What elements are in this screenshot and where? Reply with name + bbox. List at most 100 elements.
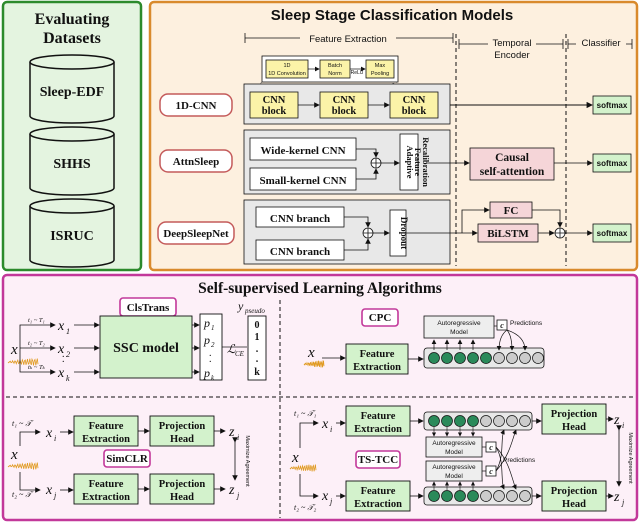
latent-dot	[428, 490, 440, 502]
svg-text:1: 1	[66, 327, 70, 336]
svg-text:i: i	[330, 425, 332, 434]
svg-text:Recalibration: Recalibration	[421, 137, 431, 187]
cls-input-x: x	[57, 319, 65, 334]
svg-text:Max: Max	[375, 63, 386, 69]
svg-text:Dropout: Dropout	[399, 217, 409, 249]
svg-text:Head: Head	[170, 434, 194, 445]
latent-dot	[467, 415, 479, 427]
tstcc-range-1: t₁ ~ 𝒯₁	[294, 409, 316, 418]
svg-text:Model: Model	[445, 449, 463, 456]
stage-classifier: Classifier	[581, 38, 620, 49]
svg-text:BiLSTM: BiLSTM	[487, 228, 529, 240]
softmax-3: softmax	[592, 223, 632, 243]
svg-text:1D Convolution: 1D Convolution	[268, 71, 306, 77]
simclr-feature-1	[73, 415, 139, 447]
svg-text:c: c	[489, 467, 493, 476]
ypseudo: y	[237, 299, 244, 313]
pseudo-label: .	[256, 344, 259, 355]
prob-p: p	[203, 316, 210, 330]
future-dot	[480, 415, 492, 427]
svg-text:CNN branch: CNN branch	[270, 246, 330, 258]
clstrans-x: x	[10, 342, 18, 358]
model-label-deepsleepnet	[157, 221, 235, 245]
svg-text:Model: Model	[450, 329, 468, 336]
datasets-title-1: Evaluating	[35, 11, 110, 28]
simclr-range-2: t₂ ~ 𝒯	[12, 490, 34, 499]
pseudo-label: 0	[255, 320, 260, 331]
model-label-attnsleep	[159, 149, 233, 173]
svg-text:Projection: Projection	[159, 479, 206, 490]
simclr-label	[103, 449, 151, 468]
svg-text:j: j	[236, 491, 240, 500]
svg-text:Feature: Feature	[360, 349, 395, 360]
ce-loss-sub: CE	[235, 350, 245, 358]
latent-dot	[454, 490, 466, 502]
models-title: Sleep Stage Classification Models	[271, 7, 514, 24]
tstcc-feature-1	[345, 405, 411, 437]
tstcc-range-2: t₂ ~ 𝒯₂	[294, 503, 316, 512]
simclr-section: t₁ ~ 𝒯 t₂ ~ 𝒯 x x i x j Feature Extracti…	[7, 415, 250, 505]
stage-feature-extraction: Feature Extraction	[309, 34, 387, 45]
svg-text:i: i	[237, 433, 239, 442]
ssc-model	[99, 315, 193, 379]
future-dot	[519, 352, 531, 364]
svg-text:FC: FC	[504, 205, 519, 217]
svg-text:Feature: Feature	[361, 411, 396, 422]
afr-block	[399, 133, 419, 191]
svg-text:Autoregressive: Autoregressive	[432, 440, 476, 447]
svg-text:CNN: CNN	[333, 95, 356, 106]
svg-text:j: j	[53, 491, 57, 500]
dataset-name: SHHS	[53, 157, 91, 172]
svg-text:Norm: Norm	[328, 71, 342, 77]
cls-range: t₁ ~ T₁	[28, 317, 45, 324]
svg-text:block: block	[332, 106, 357, 117]
tstcc-section: t₁ ~ 𝒯₁ t₂ ~ 𝒯₂ x x i x j Feature Extrac…	[289, 403, 633, 512]
tstcc-maximize-agreement: Maximize Agreement	[627, 432, 633, 484]
svg-text:softmax: softmax	[597, 159, 628, 168]
svg-text:z: z	[228, 483, 235, 498]
future-dot	[493, 352, 505, 364]
pseudo-label: 1	[255, 332, 260, 343]
ssl-title: Self-supervised Learning Algorithms	[198, 280, 442, 297]
prob-p: p	[203, 366, 210, 380]
svg-text:c: c	[500, 321, 504, 330]
model-label-1dcnn	[159, 93, 233, 117]
svg-text:j: j	[329, 497, 333, 506]
latent-dot	[428, 352, 440, 364]
svg-text:pseudo: pseudo	[244, 307, 265, 315]
svg-text:Autoregressive: Autoregressive	[432, 464, 476, 471]
tstcc-label	[355, 450, 401, 469]
latent-dot	[467, 352, 479, 364]
svg-text:1: 1	[211, 324, 215, 332]
pseudo-label: k	[254, 367, 260, 378]
ssl-panel: Self-supervised Learning Algorithms ClsT…	[1, 273, 639, 522]
tstcc-feature-2	[345, 480, 411, 512]
simclr-x: x	[10, 447, 18, 463]
svg-text:x: x	[45, 483, 53, 498]
dataset-name: Sleep-EDF	[40, 85, 105, 100]
cls-range: t₂ ~ T₂	[28, 340, 45, 347]
prob-p: p	[203, 333, 210, 347]
svg-text:j: j	[621, 498, 625, 507]
latent-dot	[441, 490, 453, 502]
svg-text:SimCLR: SimCLR	[106, 453, 149, 465]
future-dot	[532, 352, 544, 364]
svg-text:i: i	[622, 421, 624, 430]
svg-text:Feature: Feature	[89, 479, 124, 490]
svg-text:Small-kernel CNN: Small-kernel CNN	[259, 175, 346, 187]
svg-text:Head: Head	[562, 499, 586, 510]
svg-text:c: c	[489, 443, 493, 452]
svg-text:CNN: CNN	[263, 95, 286, 106]
future-dot	[493, 415, 505, 427]
svg-text:block: block	[402, 106, 427, 117]
svg-text:DeepSleepNet: DeepSleepNet	[163, 228, 229, 240]
svg-text:Extraction: Extraction	[353, 362, 401, 373]
cpc-context	[496, 319, 508, 331]
svg-text:Model: Model	[445, 473, 463, 480]
dataset-isruc: ISRUC	[29, 198, 115, 268]
svg-text:Autoregressive: Autoregressive	[437, 320, 481, 327]
svg-text:z: z	[613, 413, 620, 428]
